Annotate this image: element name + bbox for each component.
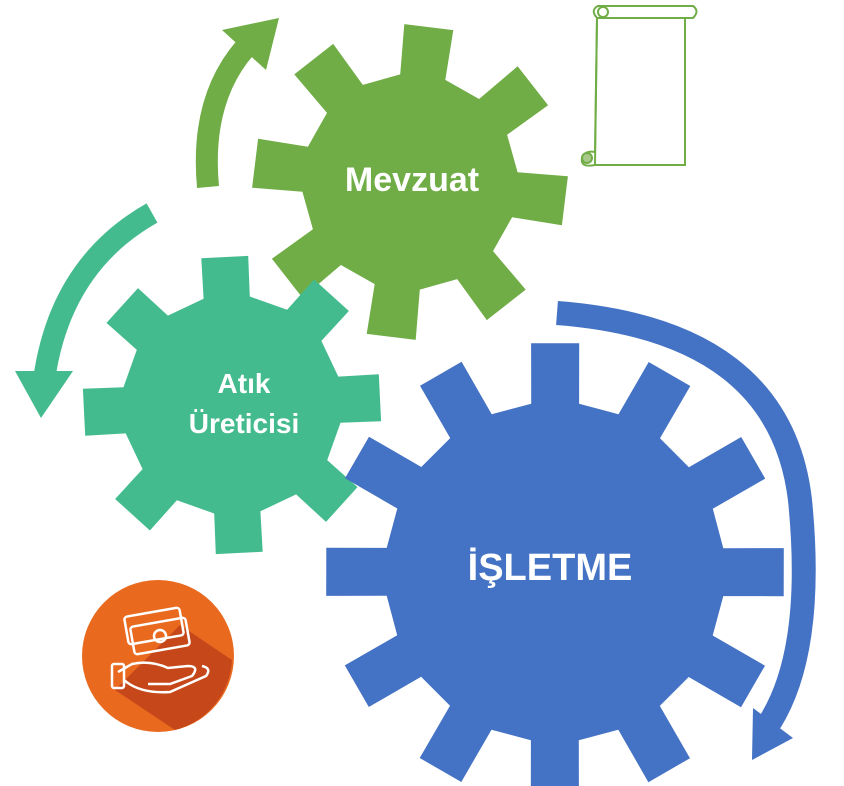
teal-cycle-arrow bbox=[15, 203, 158, 418]
scroll-icon bbox=[580, 5, 698, 167]
gear-atik-label-line1: Atık bbox=[218, 368, 271, 399]
green-cycle-arrow bbox=[195, 18, 279, 189]
blue-cycle-arrow bbox=[556, 301, 816, 760]
money-hand-icon bbox=[82, 580, 234, 732]
gear-isletme bbox=[326, 343, 784, 786]
gear-atik-label-line2: Üreticisi bbox=[189, 408, 300, 439]
gear-atik-ureticisi bbox=[82, 255, 382, 555]
gear-isletme-label: İŞLETME bbox=[468, 547, 633, 589]
gear-mevzuat-label: Mevzuat bbox=[345, 161, 479, 199]
gear-mevzuat bbox=[252, 24, 568, 340]
